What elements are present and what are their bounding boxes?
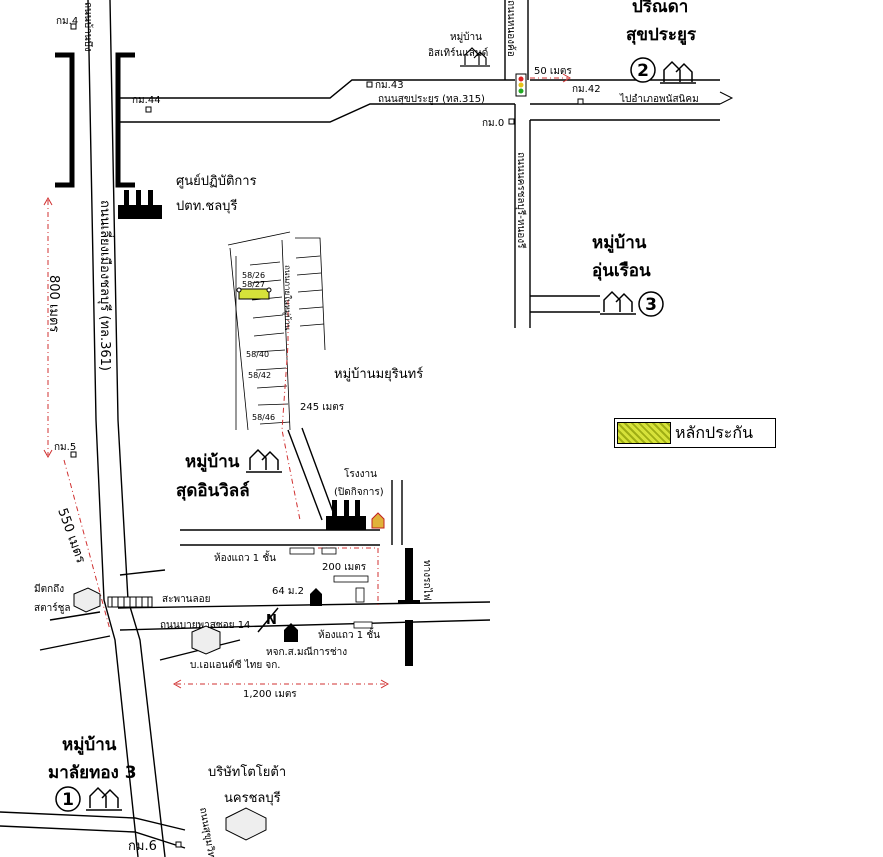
- company-label: บ.เอแอนด์ซี ไทย จก.: [190, 659, 280, 671]
- nongri-road: [514, 104, 720, 328]
- distance-1200: 1,200 เมตร: [243, 689, 297, 700]
- svg-text:1: 1: [62, 790, 74, 810]
- village-2-label-2: สุขประยูร: [626, 25, 697, 46]
- legend-label: หลักประกัน: [675, 422, 754, 442]
- lot-5842: 58/42: [248, 371, 271, 380]
- route-lines: [43, 73, 572, 689]
- km0-label: กม.0: [482, 118, 504, 129]
- railway-track: [398, 548, 420, 666]
- railway-label: ทางรถไฟ: [421, 560, 433, 601]
- toyota-label-1: บริษัทโตโยต้า: [208, 764, 286, 780]
- factory-label-1: โรงงาน: [344, 467, 377, 480]
- distance-550: 550 เมตร: [54, 506, 88, 565]
- village-3-label-2: อุ่นเรือน: [592, 260, 651, 281]
- road-sukhumvit-label: ถนนสุขุมวิท: [197, 807, 217, 857]
- soi-14-road: [39, 569, 491, 661]
- company-box-icon: [191, 625, 221, 655]
- closed-factory-icon: [326, 500, 366, 530]
- shop-label: หจก.ส.มณีการช่าง: [266, 646, 347, 658]
- village-1-houses-icon: [86, 786, 122, 811]
- toyota-building-icon: [225, 807, 267, 841]
- lot-5827: 58/27: [242, 280, 265, 289]
- village-1-label-1: หมู่บ้าน: [62, 735, 117, 756]
- village-eastern-label-1: หมู่บ้าน: [450, 31, 482, 43]
- rowhouse-label-b: ห้องแถว 1 ชั้น: [318, 627, 380, 641]
- bottom-road: [0, 811, 186, 849]
- highway-361: [87, 0, 166, 857]
- shop-icon: [284, 623, 298, 642]
- village-1-label-2: มาลัยทอง 3: [48, 763, 137, 783]
- lot-5826: 58/26: [242, 271, 265, 280]
- training-center-label: ศูนย์ปฏิบัติการ: [176, 173, 257, 189]
- traffic-light-icon: [515, 73, 527, 97]
- to-phanat-label: ไปอำเภอพนัสนิคม: [619, 93, 699, 105]
- soi14-label: ถนนบายพาสซอย 14: [160, 620, 250, 631]
- lot-5846: 58/46: [252, 413, 275, 422]
- km43-label: กม.43: [375, 80, 404, 91]
- svg-text:2: 2: [637, 61, 649, 81]
- house-icon: [371, 512, 385, 529]
- km5-label: กม.5: [54, 442, 76, 453]
- north-arrow-icon: N: [257, 607, 279, 633]
- factory-icon: [118, 190, 162, 219]
- village-3-houses-icon: [600, 290, 636, 315]
- marker-1: 1: [55, 786, 81, 812]
- km42-label: กม.42: [572, 84, 601, 95]
- school-label-2: สตาร์ชูล: [34, 602, 71, 614]
- km44-label: กม.44: [132, 95, 161, 106]
- road-banbueng-label: ถนนบ้านบึง: [82, 2, 94, 52]
- road-nongri-label: ถนนนครชลบุรี-หนองรี: [515, 152, 527, 249]
- distance-800: 800 เมตร: [46, 275, 61, 332]
- moo2-label: 64 ม.2: [272, 586, 304, 597]
- marker-2: 2: [630, 57, 656, 83]
- road-sukprayoon-label: ถนนสุขประยูร (ทล.315): [378, 94, 485, 105]
- bridge-label: สะพานลอย: [162, 594, 211, 605]
- school-label-1: มีตกถึง: [34, 583, 64, 595]
- toyota-label-2: นครชลบุรี: [224, 790, 281, 806]
- village-houses-icon: [460, 47, 490, 67]
- school-box-icon: [73, 587, 101, 613]
- rowhouse-label-a: ห้องแถว 1 ชั้น: [214, 550, 276, 564]
- distance-245: 245 เมตร: [300, 402, 345, 413]
- village-sudin-label-1: หมู่บ้าน: [185, 452, 240, 473]
- village-2-label-1: ปรีณดา: [632, 0, 688, 17]
- legend-swatch: [617, 422, 671, 444]
- legend: หลักประกัน: [614, 418, 776, 448]
- distance-50: 50 เมตร: [534, 66, 572, 77]
- km4-label: กม.4: [56, 16, 78, 27]
- marker-3: 3: [638, 291, 664, 317]
- svg-text:3: 3: [645, 295, 657, 315]
- ptt-label: ปตท.ชลบุรี: [176, 198, 237, 214]
- mayurin-plots: [227, 231, 326, 431]
- road-nongkhor-label: ถนนหนองค้อ: [505, 0, 517, 57]
- km6-label: กม.6: [128, 839, 157, 854]
- sudin-houses-icon: [246, 448, 282, 473]
- lot-5840: 58/40: [246, 350, 269, 359]
- road-361-label: ถนนเลี่ยงเมืองชลบุรี (ทล.361): [97, 200, 114, 371]
- factory-label-2: (ปิดกิจการ): [334, 487, 384, 498]
- collateral-plot: [238, 288, 270, 300]
- pedestrian-bridge: [107, 596, 153, 608]
- sukprayoon-road: [118, 79, 734, 123]
- village-sudin-label-2: สุดอินวิลล์: [176, 480, 250, 501]
- svg-text:N: N: [266, 613, 277, 628]
- km-markers: [70, 23, 584, 848]
- village-3-label-1: หมู่บ้าน: [592, 233, 647, 254]
- row-houses: [289, 547, 373, 629]
- village-mayurin-label: หมู่บ้านมยุรินทร์: [334, 366, 423, 382]
- distance-200: 200 เมตร: [322, 562, 367, 573]
- village-eastern-label-2: อิสเทิร์นแลนด์: [428, 47, 488, 59]
- building-64-icon: [310, 588, 322, 606]
- village-2-houses-icon: [660, 60, 696, 84]
- overpass-brackets: [55, 52, 135, 188]
- nongkhor-road: [504, 0, 529, 80]
- inner-road-label: ถนนภายในหมู่บ้าน: [282, 265, 292, 331]
